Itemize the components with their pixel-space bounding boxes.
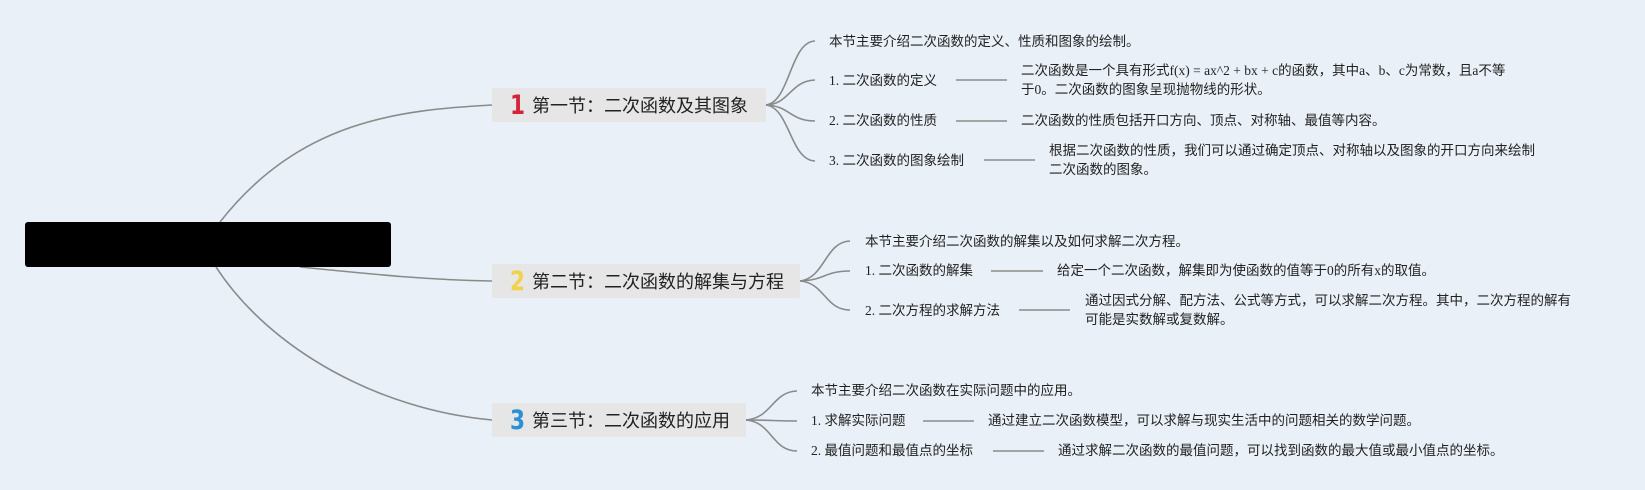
section-3-item-2-label[interactable]: 2. 最值问题和最值点的坐标 [811,443,973,458]
section-2-item-2-label[interactable]: 2. 二次方程的求解方法 [865,303,1000,318]
section-3-title: 第三节：二次函数的应用 [532,411,730,432]
connector-s1-item1 [765,79,816,106]
section-3-number: 3 [510,404,526,436]
section-1-item-1-label[interactable]: 1. 二次函数的定义 [829,73,937,88]
connector-s1-intro [765,40,816,106]
section-3-intro: 本节主要介绍二次函数在实际问题中的应用。 [811,383,1081,398]
connector-s3-item2 [745,419,798,452]
connector-s3-intro [745,390,798,421]
connector-root-section3 [215,266,493,421]
connector-s1-item3 [765,104,816,162]
section-1-item-2-detail: 二次函数的性质包括开口方向、顶点、对称轴、最值等内容。 [1021,113,1386,128]
section-1-number: 1 [510,89,526,121]
section-2-intro: 本节主要介绍二次函数的解集以及如何求解二次方程。 [865,234,1189,249]
section-1-node[interactable]: 1 第一节：二次函数及其图象 [492,88,766,122]
section-2-node[interactable]: 2 第二节：二次函数的解集与方程 [492,264,800,298]
section-3-node[interactable]: 3 第三节：二次函数的应用 [492,403,746,437]
section-1-item-3-detail: 根据二次函数的性质，我们可以通过确定顶点、对称轴以及图象的开口方向来绘制二次函数… [1049,143,1535,177]
section-1-item-1-detail: 二次函数是一个具有形式f(x) = ax^2 + bx + c的函数，其中a、b… [1021,63,1506,97]
section-3-item-1-detail: 通过建立二次函数模型，可以求解与现实生活中的问题相关的数学问题。 [988,413,1420,428]
section-2-number: 2 [510,265,526,297]
connector-s2-item1 [799,270,851,282]
section-1-intro: 本节主要介绍二次函数的定义、性质和图象的绘制。 [829,34,1140,49]
connector-root-section2 [299,266,493,282]
section-2-item-1-label[interactable]: 1. 二次函数的解集 [865,263,973,278]
connector-s3-item1 [745,419,798,422]
section-1-item-2-label[interactable]: 2. 二次函数的性质 [829,113,937,128]
section-1-title: 第一节：二次函数及其图象 [532,96,748,117]
section-1-item-3-label[interactable]: 3. 二次函数的图象绘制 [829,153,964,168]
connector-s1-item2 [765,104,816,122]
connector-root-section1 [219,104,493,223]
root-node[interactable] [25,222,391,267]
section-2-title: 第二节：二次函数的解集与方程 [532,272,784,293]
connector-s2-item2 [799,280,851,311]
section-2-item-2-detail: 通过因式分解、配方法、公式等方式，可以求解二次方程。其中，二次方程的解有可能是实… [1085,293,1571,327]
section-3-item-2-detail: 通过求解二次函数的最值问题，可以找到函数的最大值或最小值点的坐标。 [1058,443,1504,458]
section-2-item-1-detail: 给定一个二次函数，解集即为使函数的值等于0的所有x的取值。 [1057,263,1435,278]
section-3-item-1-label[interactable]: 1. 求解实际问题 [811,413,906,428]
connector-s2-intro [799,240,851,282]
